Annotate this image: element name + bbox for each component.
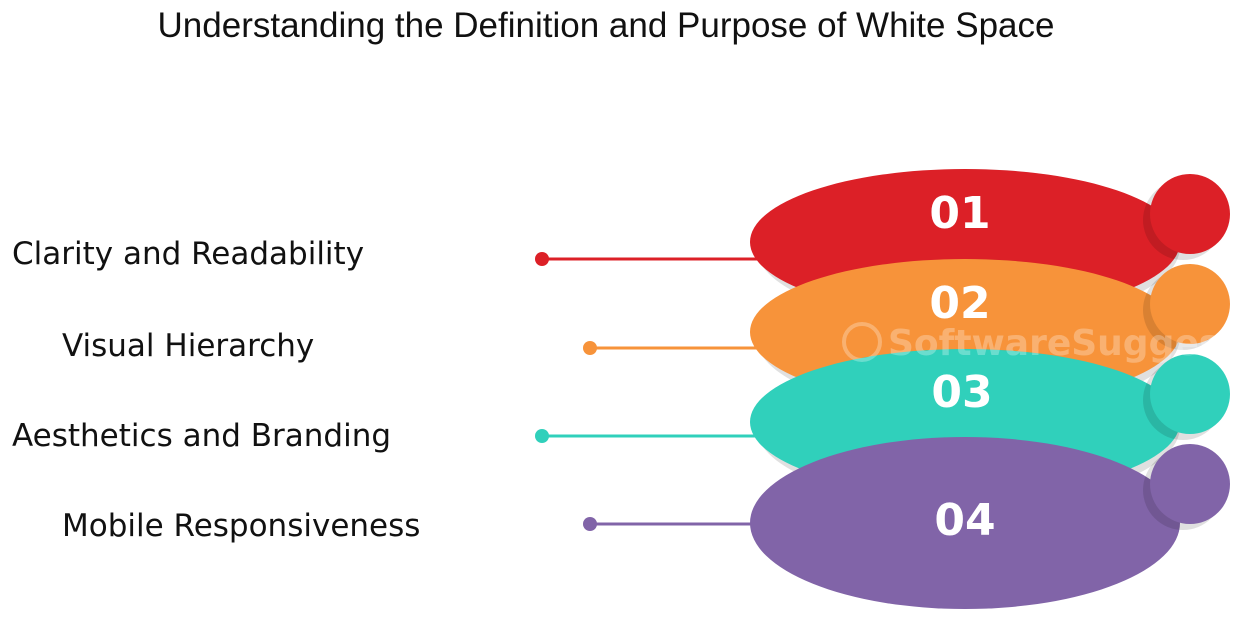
step-2-number: 02: [929, 278, 990, 329]
connector-dot-3: [535, 429, 549, 443]
watermark: SoftwareSuggest: [842, 322, 1237, 364]
connectors: [535, 252, 760, 531]
step-3-number: 03: [931, 367, 992, 418]
step-1-bubble: [1150, 174, 1230, 254]
label-visual-hierarchy: Visual Hierarchy: [62, 328, 315, 364]
connector-dot-1: [535, 252, 549, 266]
label-mobile-responsiveness: Mobile Responsiveness: [62, 508, 421, 544]
label-clarity-and-readability: Clarity and Readability: [12, 236, 365, 272]
logo-icon: [842, 322, 882, 362]
step-2-bubble: [1150, 264, 1230, 344]
label-aesthetics-and-branding: Aesthetics and Branding: [12, 418, 392, 454]
step-4-ellipse: [750, 437, 1180, 609]
connector-dot-2: [583, 341, 597, 355]
page-title: Understanding the Definition and Purpose…: [157, 6, 1055, 45]
step-4-bubble: [1150, 444, 1230, 524]
step-4-number: 04: [934, 495, 995, 546]
step-3-bubble: [1150, 354, 1230, 434]
connector-dot-4: [583, 517, 597, 531]
step-1-number: 01: [929, 188, 990, 239]
step-4: 04: [750, 437, 1230, 609]
watermark-text: SoftwareSuggest: [888, 323, 1237, 364]
